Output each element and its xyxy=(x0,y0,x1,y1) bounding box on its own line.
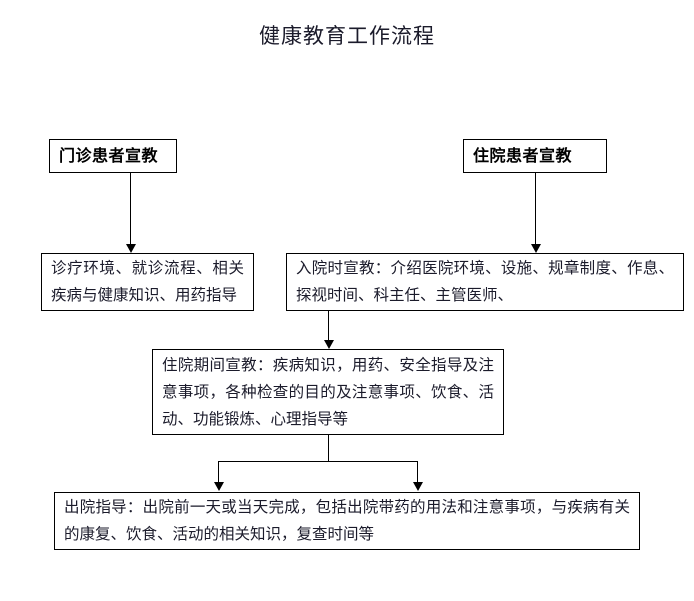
edge-hospitalstay-to-discharge-right-line xyxy=(417,461,418,483)
edge-hospitalstay-to-discharge-left-line xyxy=(218,461,219,483)
edge-hospitalstay-to-discharge-right-arrowhead-icon xyxy=(413,482,423,491)
node-outpatient-header[interactable]: 门诊患者宣教 xyxy=(49,139,177,173)
node-outpatient-content[interactable]: 诊疗环境、就诊流程、相关疾病与健康知识、用药指导 xyxy=(41,253,254,311)
node-admission-content-label: 入院时宣教：介绍医院环境、设施、规章制度、作息、探视时间、科主任、主管医师、 xyxy=(296,259,674,304)
edge-inpatient-header-to-admission-line xyxy=(535,173,536,245)
edge-admission-to-hospitalstay-line xyxy=(328,311,329,341)
edge-outpatient-header-to-content-arrowhead-icon xyxy=(126,244,136,253)
page-title: 健康教育工作流程 xyxy=(259,24,435,48)
edge-hospitalstay-to-discharge-stem xyxy=(328,435,329,461)
node-admission-content[interactable]: 入院时宣教：介绍医院环境、设施、规章制度、作息、探视时间、科主任、主管医师、 xyxy=(286,253,684,311)
node-hospitalstay-content-label: 住院期间宣教：疾病知识，用药、安全指导及注意事项，各种检查的目的及注意事项、饮食… xyxy=(162,355,494,428)
edge-hospitalstay-to-discharge-bar xyxy=(218,461,418,462)
node-outpatient-header-label: 门诊患者宣教 xyxy=(59,146,159,165)
node-discharge-content[interactable]: 出院指导：出院前一天或当天完成，包括出院带药的用法和注意事项，与疾病有关的康复、… xyxy=(54,492,640,550)
node-outpatient-content-label: 诊疗环境、就诊流程、相关疾病与健康知识、用药指导 xyxy=(51,259,244,304)
edge-inpatient-header-to-admission-arrowhead-icon xyxy=(531,244,541,253)
edge-hospitalstay-to-discharge-left-arrowhead-icon xyxy=(214,482,224,491)
edge-admission-to-hospitalstay-arrowhead-icon xyxy=(324,340,334,349)
edge-outpatient-header-to-content-line xyxy=(130,173,131,245)
node-discharge-content-label: 出院指导：出院前一天或当天完成，包括出院带药的用法和注意事项，与疾病有关的康复、… xyxy=(64,498,630,543)
node-hospitalstay-content[interactable]: 住院期间宣教：疾病知识，用药、安全指导及注意事项，各种检查的目的及注意事项、饮食… xyxy=(152,349,504,435)
node-inpatient-header[interactable]: 住院患者宣教 xyxy=(463,139,607,173)
node-inpatient-header-label: 住院患者宣教 xyxy=(473,146,573,165)
